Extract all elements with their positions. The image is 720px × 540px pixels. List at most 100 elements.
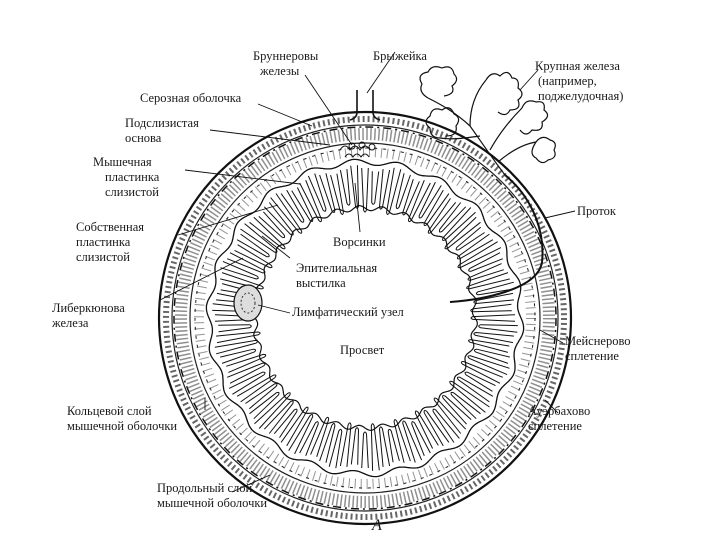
lymph-node-shape (233, 284, 263, 322)
villus (468, 252, 503, 272)
muscle-boundary (171, 124, 559, 512)
longitudinal-muscle-layer (163, 116, 567, 520)
label-muscularis-mucosae: Мышечная пластинка слизистой (93, 155, 162, 199)
villus (220, 260, 259, 280)
villus (378, 426, 391, 467)
villus (371, 171, 380, 205)
villus (475, 281, 516, 296)
villus (330, 173, 344, 215)
label-submucosa: Подслизистая основа (125, 116, 202, 145)
intestinal-wall (157, 110, 573, 526)
label-meissner-plexus: Мейснерово сплетение (565, 334, 634, 363)
muscularis-mucosae-line (205, 158, 525, 478)
label-large-gland: Крупная железа (например, поджелудочная) (535, 59, 623, 103)
villus (402, 420, 423, 463)
villus (307, 173, 327, 212)
villus (227, 362, 266, 384)
villus (478, 324, 518, 333)
villus (386, 167, 402, 215)
label-circular-layer: Кольцевой слой мышечной оболочки (67, 404, 177, 433)
villus (411, 421, 431, 456)
submucosa-layer (194, 147, 536, 489)
label-lumen: Просвет (340, 343, 385, 357)
mesentery-shape (349, 90, 381, 121)
villus (220, 272, 264, 290)
villus (361, 431, 369, 469)
villus (273, 408, 298, 438)
villus (319, 423, 336, 463)
villus (226, 353, 267, 373)
villus (280, 189, 305, 223)
villus (432, 408, 460, 443)
villus (216, 331, 261, 344)
villus (395, 173, 411, 210)
villus (270, 193, 303, 234)
villus (468, 339, 510, 353)
villus (288, 413, 314, 455)
villus (350, 427, 360, 465)
label-brunner-glands: Бруннеровы железы (253, 49, 321, 78)
villus (299, 180, 322, 223)
villus (393, 419, 411, 463)
villus (387, 428, 400, 463)
villus (423, 409, 450, 447)
villus (473, 331, 514, 344)
villus (450, 391, 481, 420)
label-duct: Проток (577, 204, 617, 218)
label-lamina-propria: Собственная пластинка слизистой (76, 220, 147, 264)
villus (456, 376, 494, 403)
villus (254, 392, 291, 429)
auerbach-plexus-ring (173, 126, 557, 510)
villus (370, 423, 380, 471)
label-lieberkuhn-gland: Либеркюнова железа (51, 301, 128, 330)
villus (449, 380, 490, 413)
villus (339, 169, 351, 206)
villus (328, 428, 343, 469)
villus (414, 410, 439, 449)
label-mesentery: Брыжейка (373, 49, 427, 63)
villus (214, 339, 259, 355)
villus (361, 167, 369, 213)
villus (433, 397, 467, 434)
villus (442, 395, 472, 425)
label-villi: Ворсинки (333, 235, 386, 249)
villus (418, 181, 442, 219)
label-epithelium: Эпителиальная выстилка (296, 261, 380, 290)
villus (249, 391, 280, 420)
villus (467, 355, 510, 376)
villus (236, 374, 277, 403)
villus (228, 371, 266, 395)
villus (258, 211, 286, 239)
brunner-glands-shape (339, 141, 376, 158)
meissner-plexus-ring (194, 147, 536, 489)
circular-muscle-layer (175, 128, 555, 508)
villus (245, 383, 278, 410)
large-gland-shape (419, 66, 556, 176)
villus (470, 314, 516, 322)
villus (438, 202, 467, 233)
submucosa-outer-boundary (189, 142, 541, 494)
villus (455, 226, 485, 251)
villus (280, 406, 309, 447)
villus (310, 416, 330, 457)
villus (263, 400, 294, 434)
villus (464, 371, 496, 392)
label-lymph-node: Лимфатический узел (292, 305, 404, 319)
villus (339, 422, 352, 467)
serosa-layer (157, 110, 573, 526)
villus (470, 303, 512, 313)
labels: Бруннеровы железы Брыжейка Крупная желез… (51, 49, 634, 534)
figure-letter: А (371, 517, 382, 534)
villus (218, 324, 252, 333)
leader-lines (159, 51, 576, 493)
villus (236, 233, 270, 258)
villus (249, 216, 286, 250)
villus (299, 421, 319, 456)
label-serosa: Серозная оболочка (140, 91, 242, 105)
villus (473, 348, 510, 364)
villus (234, 244, 273, 269)
villus (460, 361, 503, 384)
villus (220, 348, 257, 364)
duct-shape (449, 174, 544, 303)
